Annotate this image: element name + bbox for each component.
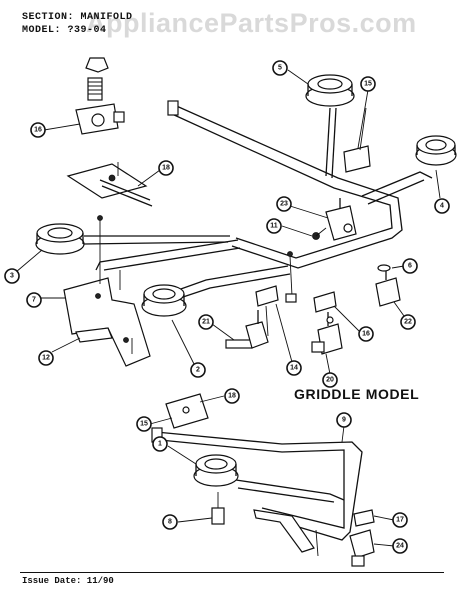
callout-8: 8 — [162, 514, 178, 530]
callout-18-griddle: 18 — [224, 388, 240, 404]
bracket-16-lower — [313, 291, 337, 313]
washer-6 — [377, 264, 391, 272]
svg-text:18: 18 — [162, 165, 170, 172]
watermark: AppliancePartsPros.com — [86, 8, 417, 38]
callout-16-lower: 16 — [358, 326, 374, 342]
bracket-15-upper — [343, 107, 371, 173]
pipe-bracket-upper — [66, 162, 153, 207]
model-label: MODEL: — [22, 25, 62, 36]
section-header: SECTION: MANIFOLD — [22, 12, 133, 23]
svg-text:22: 22 — [404, 319, 412, 326]
griddle-bracket-18 — [165, 393, 209, 429]
griddle-model-label: GRIDDLE MODEL — [294, 386, 420, 402]
burner-2 — [141, 284, 187, 317]
callout-17: 17 — [392, 512, 408, 528]
valve-23 — [325, 198, 357, 241]
callout-4: 4 — [434, 198, 450, 214]
main-manifold-pipe — [95, 100, 433, 299]
griddle-orifice-8 — [211, 492, 225, 525]
svg-text:20: 20 — [326, 377, 334, 384]
svg-text:16: 16 — [362, 331, 370, 338]
callout-6: 6 — [402, 258, 418, 274]
griddle-manifold-pipe — [151, 427, 363, 541]
leader-lines — [15, 69, 441, 547]
model-header: MODEL: ?39-04 — [22, 25, 107, 36]
svg-text:8: 8 — [168, 519, 172, 526]
svg-text:3: 3 — [10, 273, 14, 280]
callout-23: 23 — [276, 196, 292, 212]
valve-21 — [225, 310, 269, 349]
svg-text:4: 4 — [440, 203, 444, 210]
griddle-valve-24 — [349, 509, 375, 567]
svg-text:2: 2 — [196, 367, 200, 374]
bracket-assembly-left — [63, 215, 151, 367]
callout-11: 11 — [266, 218, 282, 234]
svg-text:15: 15 — [364, 81, 372, 88]
screw-11 — [312, 227, 327, 240]
model-value: ?39-04 — [67, 25, 107, 36]
bracket-14 — [255, 285, 279, 337]
svg-text:23: 23 — [280, 201, 288, 208]
svg-text:16: 16 — [34, 127, 42, 134]
svg-text:12: 12 — [42, 355, 50, 362]
svg-text:14: 14 — [290, 365, 298, 372]
section-value: MANIFOLD — [80, 12, 133, 23]
svg-text:11: 11 — [270, 223, 278, 230]
svg-text:15: 15 — [140, 421, 148, 428]
callout-2: 2 — [190, 362, 206, 378]
svg-text:7: 7 — [32, 297, 36, 304]
callout-21: 21 — [198, 314, 214, 330]
callout-20: 20 — [322, 372, 338, 388]
pressure-regulator — [75, 57, 125, 135]
callout-14: 14 — [286, 360, 302, 376]
svg-text:5: 5 — [278, 65, 282, 72]
svg-text:6: 6 — [408, 263, 412, 270]
svg-text:17: 17 — [396, 517, 404, 524]
callout-16: 16 — [30, 122, 46, 138]
griddle-bracket-lower — [253, 509, 319, 557]
svg-text:1: 1 — [158, 441, 162, 448]
svg-text:21: 21 — [202, 319, 210, 326]
callout-5: 5 — [272, 60, 288, 76]
svg-text:9: 9 — [342, 417, 346, 424]
svg-text:24: 24 — [396, 543, 404, 550]
callout-22: 22 — [400, 314, 416, 330]
callout-24: 24 — [392, 538, 408, 554]
issue-date: Issue Date: 11/90 — [22, 576, 114, 586]
callout-7: 7 — [26, 292, 42, 308]
valve-20 — [311, 312, 343, 355]
footer-rule — [20, 572, 444, 573]
valve-22 — [375, 266, 401, 307]
griddle-burner-1 — [193, 454, 239, 487]
burner-4 — [415, 135, 457, 166]
ignitor-screws — [285, 251, 297, 303]
callout-18: 18 — [158, 160, 174, 176]
callout-9: 9 — [336, 412, 352, 428]
callout-1: 1 — [152, 436, 168, 452]
section-label: SECTION: — [22, 12, 75, 23]
burner-3 — [35, 223, 230, 255]
callout-15: 15 — [360, 76, 376, 92]
burner-5 — [305, 74, 355, 107]
callout-12: 12 — [38, 350, 54, 366]
callout-15-griddle: 15 — [136, 416, 152, 432]
callout-3: 3 — [4, 268, 20, 284]
svg-text:18: 18 — [228, 393, 236, 400]
